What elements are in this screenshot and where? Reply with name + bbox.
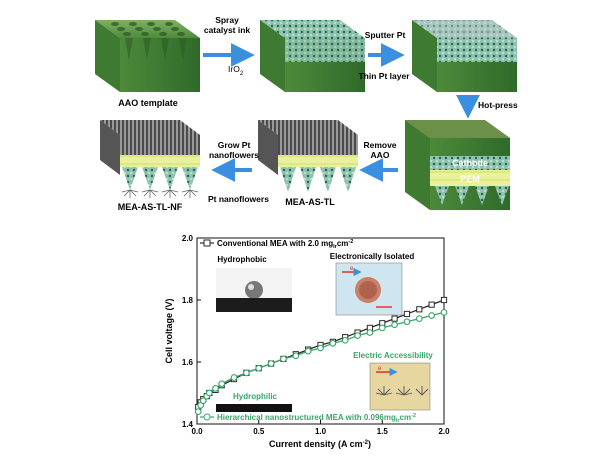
series-2-point bbox=[280, 355, 287, 363]
hydrophilic-film-image bbox=[216, 404, 292, 412]
series-2-point bbox=[194, 408, 202, 415]
y-tick-label: 2.0 bbox=[182, 234, 194, 243]
hot-pressed-block bbox=[405, 120, 510, 210]
y-tick-label: 1.6 bbox=[182, 358, 194, 367]
legend-conventional-label: Conventional MEA with 2.0 mgIrcm-2 bbox=[217, 239, 353, 250]
iro2-label: IrO2 bbox=[228, 64, 244, 77]
accessible-inset-image: e bbox=[369, 362, 431, 411]
x-tick-label: 0.5 bbox=[253, 427, 265, 436]
series-2-point bbox=[440, 309, 448, 316]
series-1-point bbox=[416, 306, 423, 313]
polarization-chart: 0.0 0.5 1.0 1.5 2.0 1.4 1.6 1.8 2.0 Conventional… bbox=[164, 234, 450, 449]
series-2-point bbox=[366, 329, 374, 336]
series-2-point bbox=[329, 340, 337, 347]
hydrophobic-label: Hydrophobic bbox=[217, 255, 267, 264]
step4-label-2: AAO bbox=[371, 150, 390, 160]
series-2-point bbox=[354, 332, 361, 340]
x-tick-label: 2.0 bbox=[438, 427, 450, 436]
series-2-point bbox=[415, 315, 423, 322]
step4-label: Remove bbox=[363, 140, 396, 150]
hydrophobic-droplet-image bbox=[216, 268, 292, 312]
series-1-point bbox=[440, 296, 448, 304]
mea-as-tl-label: MEA-AS-TL bbox=[285, 197, 335, 207]
accessible-electron: e bbox=[378, 366, 382, 372]
series-2-point bbox=[255, 364, 263, 372]
series-2-point bbox=[292, 352, 300, 360]
series-2-point bbox=[341, 336, 349, 344]
series-2-point bbox=[206, 389, 213, 397]
series-1-point bbox=[403, 310, 411, 318]
series-1-point bbox=[428, 301, 435, 308]
x-axis-label: Current density (A cm-2) bbox=[269, 439, 371, 449]
series-2-point bbox=[199, 397, 207, 405]
cathode-label: Cathode bbox=[452, 158, 488, 168]
step1-label: Spray bbox=[215, 15, 239, 25]
y-axis-label: Cell voltage (V) bbox=[164, 298, 174, 363]
legend-hierarchical: Hierarchical nanostructured MEA with 0.0… bbox=[200, 413, 416, 424]
legend-conventional: Conventional MEA with 2.0 mgIrcm-2 bbox=[200, 239, 353, 250]
y-tick-label: 1.8 bbox=[182, 296, 194, 305]
series-2-point bbox=[378, 324, 386, 332]
step3-label: Hot-press bbox=[478, 100, 518, 110]
legend-hierarchical-label: Hierarchical nanostructured MEA with 0.0… bbox=[217, 413, 416, 424]
series-2-point bbox=[403, 318, 411, 326]
series-2-point bbox=[317, 344, 324, 352]
series-2-point bbox=[304, 347, 312, 355]
step5-label-2: nanoflowers bbox=[209, 150, 259, 160]
x-tick-label: 1.5 bbox=[377, 427, 389, 436]
isolated-inset-image: e bbox=[335, 262, 403, 316]
accessible-label: Electric Accessibility bbox=[353, 351, 433, 360]
pt-nanoflowers-label: Pt nanoflowers bbox=[208, 194, 269, 204]
series-2-point bbox=[218, 380, 226, 388]
aao-template-label: AAO template bbox=[118, 98, 178, 108]
series-2-point bbox=[428, 312, 436, 319]
aao-template-block bbox=[95, 20, 200, 92]
sputtered-pt-block bbox=[412, 20, 517, 92]
mea-as-tl-block bbox=[258, 120, 358, 192]
step2-label: Sputter Pt bbox=[365, 30, 406, 40]
x-tick-label: 0.0 bbox=[191, 427, 203, 436]
series-2-point bbox=[230, 374, 238, 381]
series-2-point bbox=[391, 321, 398, 329]
hydrophilic-label: Hydrophilic bbox=[233, 392, 278, 401]
step1-label-2: catalyst ink bbox=[204, 25, 251, 35]
isolated-label: Electronically Isolated bbox=[330, 252, 415, 261]
series-1-point bbox=[391, 315, 398, 322]
x-tick-label: 1.0 bbox=[315, 427, 327, 436]
series-2-point bbox=[267, 360, 275, 367]
pem-label: PEM bbox=[460, 174, 480, 184]
mea-nf-label: MEA-AS-TL-NF bbox=[118, 202, 183, 212]
mea-nf-block bbox=[100, 120, 200, 198]
isolated-electron: e bbox=[350, 266, 354, 272]
step5-label: Grow Pt bbox=[218, 140, 251, 150]
sprayed-catalyst-block bbox=[260, 20, 365, 92]
series-2-point bbox=[243, 369, 250, 377]
y-tick-label: 1.4 bbox=[182, 420, 194, 429]
series-2-point bbox=[212, 385, 219, 392]
thin-pt-label: Thin Pt layer bbox=[358, 71, 410, 81]
